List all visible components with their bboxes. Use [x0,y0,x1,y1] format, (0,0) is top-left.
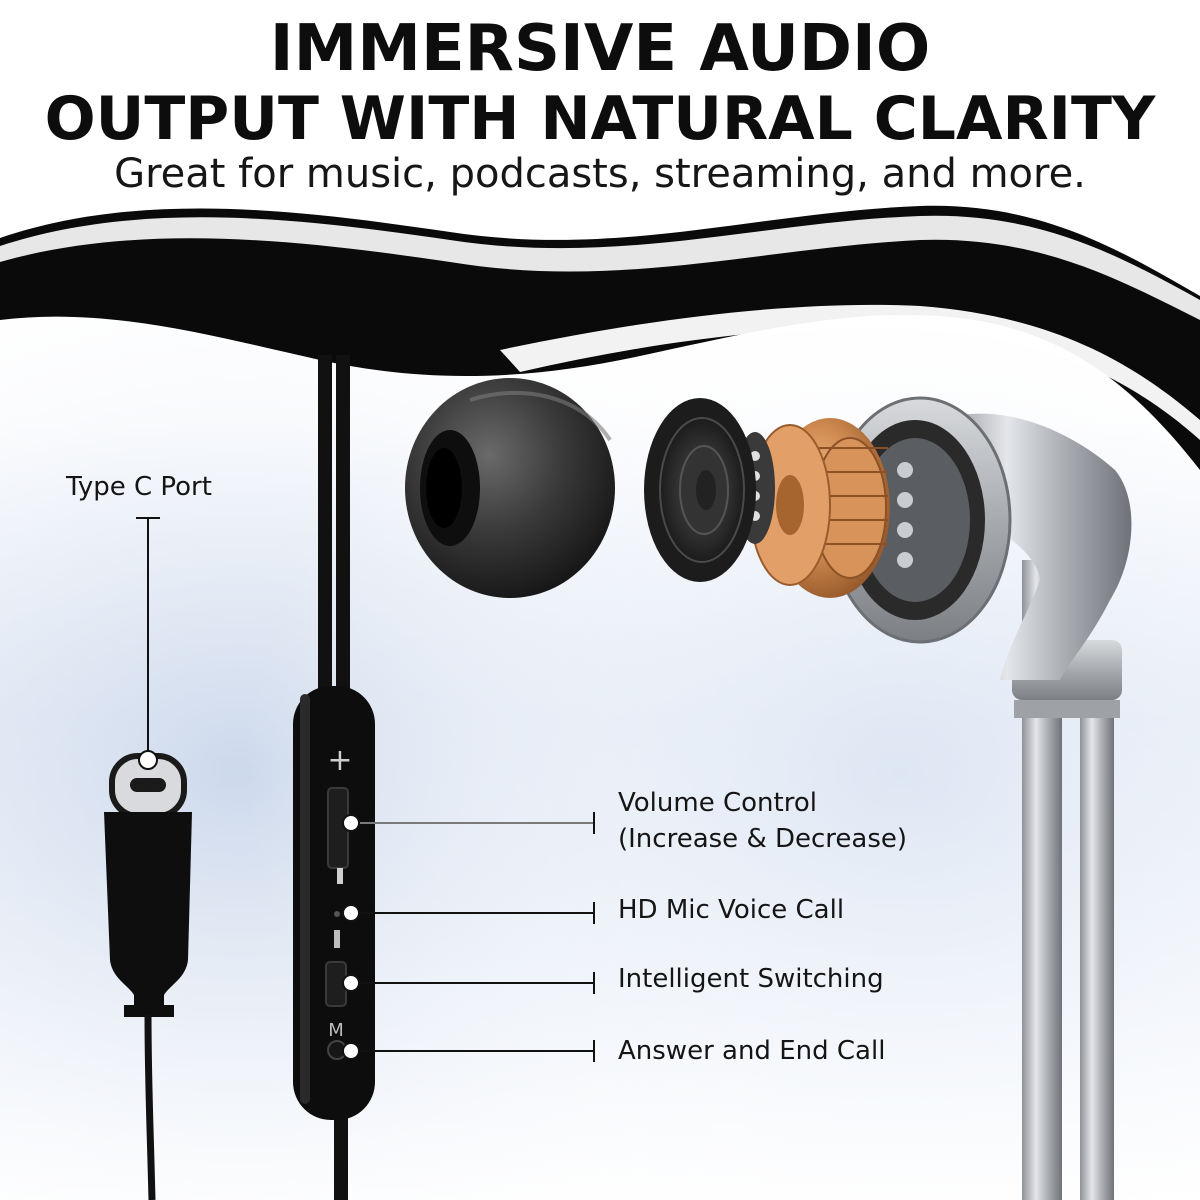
headline-line-1: IMMERSIVE AUDIO [269,12,931,86]
volume-control-sublabel: (Increase & Decrease) [618,824,908,854]
subheadline: Great for music, podcasts, streaming, an… [114,151,1086,197]
hd-mic-label: HD Mic Voice Call [618,895,845,925]
inline-remote-icon: + M [293,686,375,1120]
intelligent-switching-label: Intelligent Switching [618,964,884,994]
earbud-exploded-view-icon [405,378,1132,1200]
answer-end-call-label: Answer and End Call [618,1036,886,1066]
usb-c-connector-icon [104,517,192,1200]
headline-line-2: OUTPUT WITH NATURAL CLARITY [44,84,1156,154]
svg-text:M: M [328,1020,344,1041]
cable [318,355,350,1200]
volume-control-label: Volume Control [618,788,817,818]
type-c-port-label: Type C Port [66,472,212,502]
remote-plus-symbol: + [327,743,352,778]
callout-leaders [342,812,595,1062]
